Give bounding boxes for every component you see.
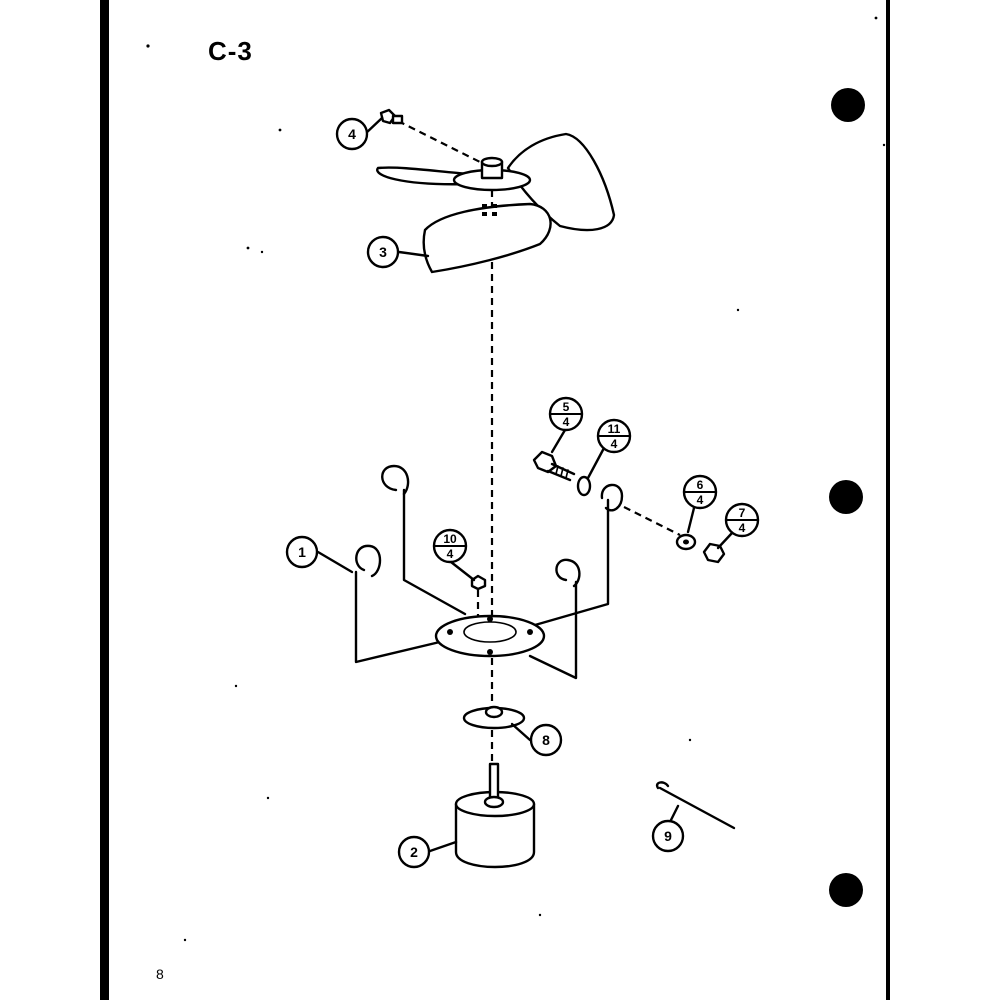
callout-number: 9: [664, 828, 672, 844]
fan-blade-part: [376, 132, 616, 274]
leader-11: [586, 446, 606, 480]
left-binding-edge: [100, 0, 109, 1000]
bolt-head: [532, 450, 558, 474]
bracket-plate-hole: [487, 616, 493, 622]
set-screw-guide-line: [397, 120, 481, 163]
flat-washer-hole: [683, 539, 689, 545]
small-nut-part: [470, 574, 487, 616]
leader-8: [510, 722, 532, 742]
callout-bubble-11: 11 4: [596, 418, 632, 454]
motor-flange-part: [462, 705, 526, 730]
page-title: C-3: [208, 36, 253, 66]
callout-qty: 4: [611, 437, 618, 451]
fan-rivet: [482, 204, 487, 208]
bracket-plate-hole: [527, 629, 533, 635]
motor-mount-bracket-part: [354, 464, 624, 680]
scan-specks: [146, 16, 886, 942]
pin-rod: [658, 786, 736, 830]
callout-bubble-6: 6 4: [682, 474, 718, 510]
bracket-arm-back-left: [402, 488, 467, 616]
bracket-arm-front-right: [528, 580, 578, 680]
leader-10: [449, 560, 476, 582]
callout-qty: 4: [697, 493, 704, 507]
bolt-thread: [555, 465, 569, 479]
callout-number: 1: [298, 544, 306, 560]
fan-blade-front: [422, 202, 552, 274]
motor-part: [454, 762, 536, 869]
callout-number: 10: [443, 532, 457, 546]
callout-number: 3: [379, 244, 387, 260]
right-page-edge: [886, 0, 890, 1000]
set-screw-part: [379, 108, 481, 163]
binder-hole-top: [831, 88, 865, 122]
lock-washer: [576, 475, 592, 497]
flange-boss: [484, 705, 504, 719]
motor-shaft-collar: [483, 795, 505, 809]
bracket-loop-back-left: [381, 464, 410, 496]
bracket-plate-hole: [447, 629, 453, 635]
bracket-loop-front-left: [355, 544, 382, 578]
leader-5: [550, 428, 567, 454]
callout-qty: 4: [447, 547, 454, 561]
bracket-loop-front-right: [555, 558, 581, 588]
fan-rivet: [492, 212, 497, 216]
callout-number: 4: [348, 126, 356, 142]
callout-bubble-4: 4: [335, 117, 369, 151]
fan-hub-top: [480, 156, 504, 168]
small-nut: [470, 574, 487, 591]
set-screw-shank: [391, 114, 404, 125]
callout-bubble-8: 8: [529, 723, 563, 757]
callout-bubble-9: 9: [651, 819, 685, 853]
callout-bubble-5: 5 4: [548, 396, 584, 432]
callout-bubble-1: 1: [285, 535, 319, 569]
callout-bubble-10: 10 4: [432, 528, 468, 564]
fan-rivet: [492, 204, 497, 208]
callout-bubble-7: 7 4: [724, 502, 760, 538]
leader-7: [716, 531, 734, 550]
bolt-hardware-part: [532, 450, 681, 536]
callout-qty: 4: [739, 521, 746, 535]
bolt-guide-line: [623, 506, 681, 536]
callout-number: 6: [697, 478, 704, 492]
fan-blade-left: [376, 166, 472, 186]
bracket-loop-back-right: [600, 483, 624, 512]
callout-number: 2: [410, 844, 418, 860]
leader-9: [668, 804, 680, 824]
leader-2: [428, 840, 458, 853]
callout-leaders: [316, 116, 734, 853]
callout-number: 5: [563, 400, 570, 414]
page-number: 8: [156, 966, 164, 982]
callout-number: 11: [608, 422, 621, 436]
fan-rivet: [482, 212, 487, 216]
bracket-plate-hole: [487, 649, 493, 655]
leader-6: [686, 506, 696, 534]
pin-part: [655, 781, 736, 830]
callout-number: 8: [542, 732, 550, 748]
leader-1: [316, 550, 354, 574]
pin-head: [655, 781, 670, 790]
callout-number: 7: [739, 506, 746, 520]
callout-bubble-3: 3: [366, 235, 400, 269]
callout-qty: 4: [563, 415, 570, 429]
bracket-arm-back-right: [533, 498, 610, 627]
leader-3: [397, 250, 430, 258]
binder-hole-middle: [829, 480, 863, 514]
motor-body: [454, 802, 536, 869]
binder-hole-bottom: [829, 873, 863, 907]
hex-nut: [702, 542, 726, 564]
callout-bubble-2: 2: [397, 835, 431, 869]
bracket-arm-front-left: [354, 570, 446, 664]
